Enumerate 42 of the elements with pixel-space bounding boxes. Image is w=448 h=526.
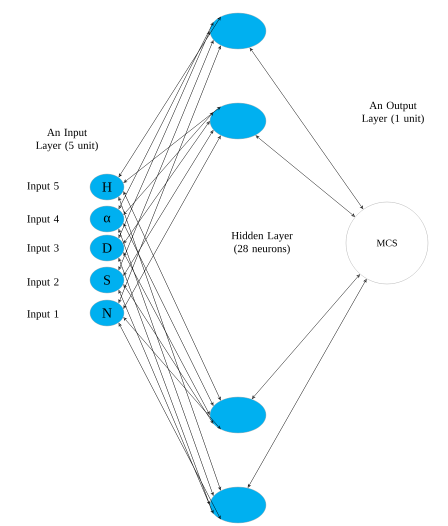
arrow	[118, 323, 221, 520]
arrow	[123, 252, 210, 415]
arrow	[248, 279, 367, 488]
arrow	[118, 258, 210, 505]
layer-label: Input 3	[27, 244, 59, 254]
arrow	[252, 274, 360, 399]
layer-label: Input 5	[27, 182, 59, 192]
arrow	[250, 48, 364, 210]
layer-label: Input 2	[27, 278, 59, 288]
arrow	[118, 46, 221, 303]
input-node: S	[90, 266, 124, 294]
arrow	[124, 112, 214, 215]
arrow	[123, 136, 221, 309]
layer-label: An Output Layer (1 unit)	[362, 102, 424, 124]
layer-label: Input 1	[27, 310, 58, 320]
arrow	[124, 317, 221, 430]
arrow	[123, 121, 210, 244]
arrow	[118, 16, 221, 177]
arrow	[118, 290, 214, 514]
layer-label: Hidden Layer (28 neurons)	[232, 232, 293, 254]
input-node: H	[90, 174, 124, 200]
hidden-node	[210, 396, 266, 434]
input-node: N	[90, 300, 124, 326]
arrow	[123, 130, 214, 276]
arrow	[123, 191, 221, 400]
hidden-node	[210, 486, 266, 524]
arrow	[124, 106, 221, 183]
arrow	[118, 40, 214, 270]
layer-label: Input 4	[27, 215, 59, 225]
arrow	[118, 22, 214, 209]
arrow	[118, 31, 210, 238]
arrow	[118, 197, 222, 490]
input-node: α	[90, 206, 124, 232]
output-node: MCS	[346, 202, 428, 284]
layer-label: An Input Layer (5 unit)	[36, 128, 98, 152]
input-node: D	[90, 234, 124, 262]
hidden-node	[210, 12, 266, 50]
arrow	[123, 223, 214, 406]
arrow	[118, 229, 214, 496]
hidden-node	[210, 102, 266, 140]
arrow	[123, 284, 214, 424]
arrow	[256, 135, 355, 217]
